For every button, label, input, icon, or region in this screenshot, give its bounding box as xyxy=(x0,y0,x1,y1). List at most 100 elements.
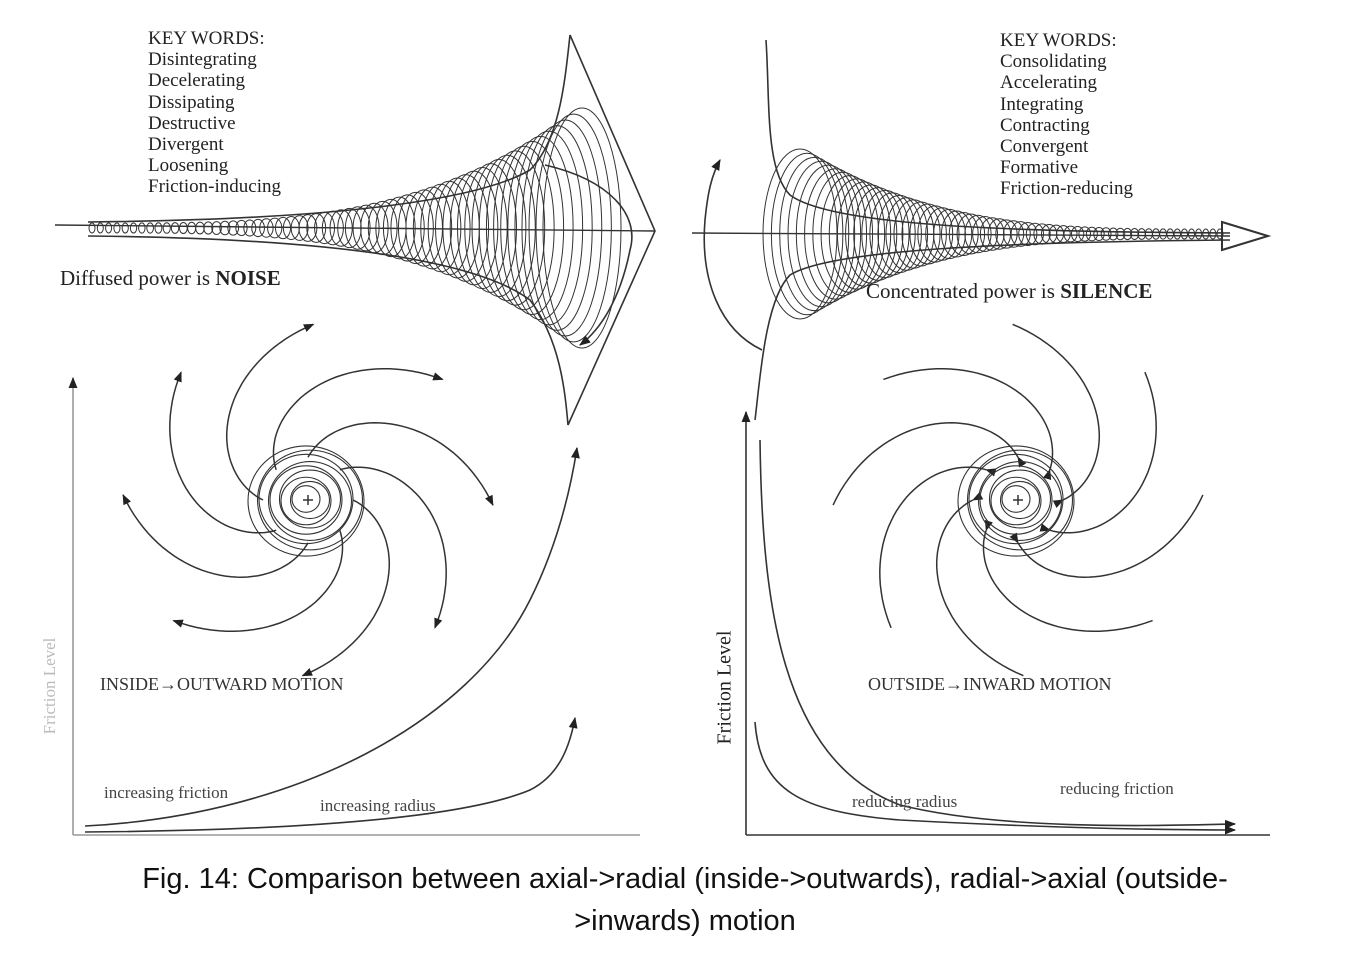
coil-ring xyxy=(187,221,197,235)
coil-ring xyxy=(514,130,584,326)
spiral-ring xyxy=(289,480,331,520)
coil-ring xyxy=(344,206,371,250)
spiral-arm xyxy=(879,466,997,629)
spiral-arm xyxy=(169,371,277,534)
left-curve-label-friction: increasing friction xyxy=(104,783,229,802)
spiral-arm xyxy=(272,367,444,471)
spiral-ring xyxy=(999,480,1041,520)
coil-ring xyxy=(779,156,850,312)
spiral-arm xyxy=(122,493,309,578)
spiral-ring xyxy=(256,449,364,551)
coil-ring xyxy=(528,119,603,337)
coil-ring xyxy=(290,215,309,241)
left-friction-chart xyxy=(68,376,640,836)
coil-ring xyxy=(1195,228,1203,240)
coil-ring xyxy=(390,194,425,262)
coil-ring xyxy=(1033,223,1051,245)
coil-ring xyxy=(129,222,138,234)
coil-ring xyxy=(812,171,874,297)
left-keywords-block: KEY WORDS: Disintegrating Decelerating D… xyxy=(148,28,281,198)
left-power-caption-text: Diffused power is xyxy=(60,266,216,290)
coil-ring xyxy=(367,200,398,256)
coil-ring xyxy=(96,222,104,234)
coil-ring xyxy=(909,203,947,265)
spiral-ring xyxy=(247,445,365,557)
coil-ring xyxy=(1085,226,1098,242)
coil-ring xyxy=(457,166,508,290)
left-trumpet-vortex xyxy=(54,34,656,426)
right-keyword: Integrating xyxy=(1000,93,1084,115)
coil-ring xyxy=(88,222,96,234)
coil-ring xyxy=(1187,228,1196,240)
coil-ring xyxy=(162,222,171,234)
right-radius-curve xyxy=(754,721,1237,835)
right-keyword: Contracting xyxy=(1000,114,1090,136)
spiral-arm xyxy=(225,323,315,501)
right-keyword: Accelerating xyxy=(1000,72,1098,94)
spiral-arm xyxy=(1009,494,1204,578)
spiral-arm xyxy=(832,422,1027,506)
coil-ring xyxy=(1122,227,1133,241)
spiral-ring xyxy=(280,476,332,526)
coil-ring xyxy=(1209,228,1217,240)
coil-ring xyxy=(121,222,129,234)
coil-ring xyxy=(1202,228,1210,240)
coil-ring xyxy=(940,210,973,258)
right-keyword: Consolidating xyxy=(1000,51,1107,73)
coil-ring xyxy=(956,213,986,255)
coil-ring xyxy=(105,222,113,234)
coil-ring xyxy=(521,125,593,331)
coil-ring xyxy=(178,221,188,235)
right-axis-label: Friction Level xyxy=(713,630,736,745)
coil-ring xyxy=(869,192,916,276)
left-keyword: Friction-inducing xyxy=(148,176,281,198)
right-keyword: Friction-reducing xyxy=(1000,178,1133,200)
coil-ring xyxy=(861,189,910,279)
right-keyword: Convergent xyxy=(1000,136,1089,158)
coil-ring xyxy=(113,222,121,234)
coil-ring xyxy=(154,222,163,234)
left-power-caption-bold: NOISE xyxy=(215,266,281,290)
coil-ring xyxy=(770,152,844,316)
right-trumpet-vortex xyxy=(691,39,1272,421)
coil-ring xyxy=(412,186,453,270)
coil-ring xyxy=(925,207,960,261)
coil-ring xyxy=(1063,225,1078,243)
right-keywords-block: KEY WORDS: Consolidating Accelerating In… xyxy=(1000,30,1133,200)
coil-ring xyxy=(321,210,344,246)
coil-ring xyxy=(877,194,922,274)
figure-caption: Fig. 14: Comparison between axial->radia… xyxy=(0,858,1370,942)
left-axis-label: Friction Level xyxy=(40,637,59,735)
coil-ring xyxy=(243,219,257,237)
right-curve-label-friction: reducing friction xyxy=(1060,779,1174,798)
coil-ring xyxy=(1144,228,1153,240)
spiral-ring xyxy=(278,469,342,529)
coil-ring xyxy=(964,214,992,254)
left-keyword: Dissipating xyxy=(148,91,235,113)
right-keywords-title: KEY WORDS: xyxy=(1000,30,1117,51)
coil-ring xyxy=(787,160,856,308)
left-keywords-title: KEY WORDS: xyxy=(148,28,265,49)
coil-ring xyxy=(507,135,574,321)
coil-ring xyxy=(138,222,146,234)
spiral-ring xyxy=(267,461,353,541)
spiral-arm xyxy=(1039,371,1157,534)
left-motion-label: INSIDE→OUTWARD MOTION xyxy=(100,674,344,694)
spiral-ring xyxy=(1001,485,1031,513)
coil-ring xyxy=(382,196,416,260)
coil-ring xyxy=(1130,228,1140,240)
spiral-ring xyxy=(966,449,1074,551)
coil-ring xyxy=(1018,221,1038,247)
coil-ring xyxy=(1166,228,1174,240)
left-curve-label-radius: increasing radius xyxy=(320,796,436,815)
coil-ring xyxy=(170,222,180,234)
coil-ring xyxy=(828,178,886,290)
spiral-ring xyxy=(269,465,343,535)
figure-caption-text: Fig. 14: Comparison between axial->radia… xyxy=(142,863,1228,937)
coil-ring xyxy=(995,219,1018,249)
right-keyword: Formative xyxy=(1000,157,1079,179)
right-friction-chart xyxy=(741,410,1270,836)
coil-ring xyxy=(1180,228,1189,240)
coil-ring xyxy=(227,220,240,236)
